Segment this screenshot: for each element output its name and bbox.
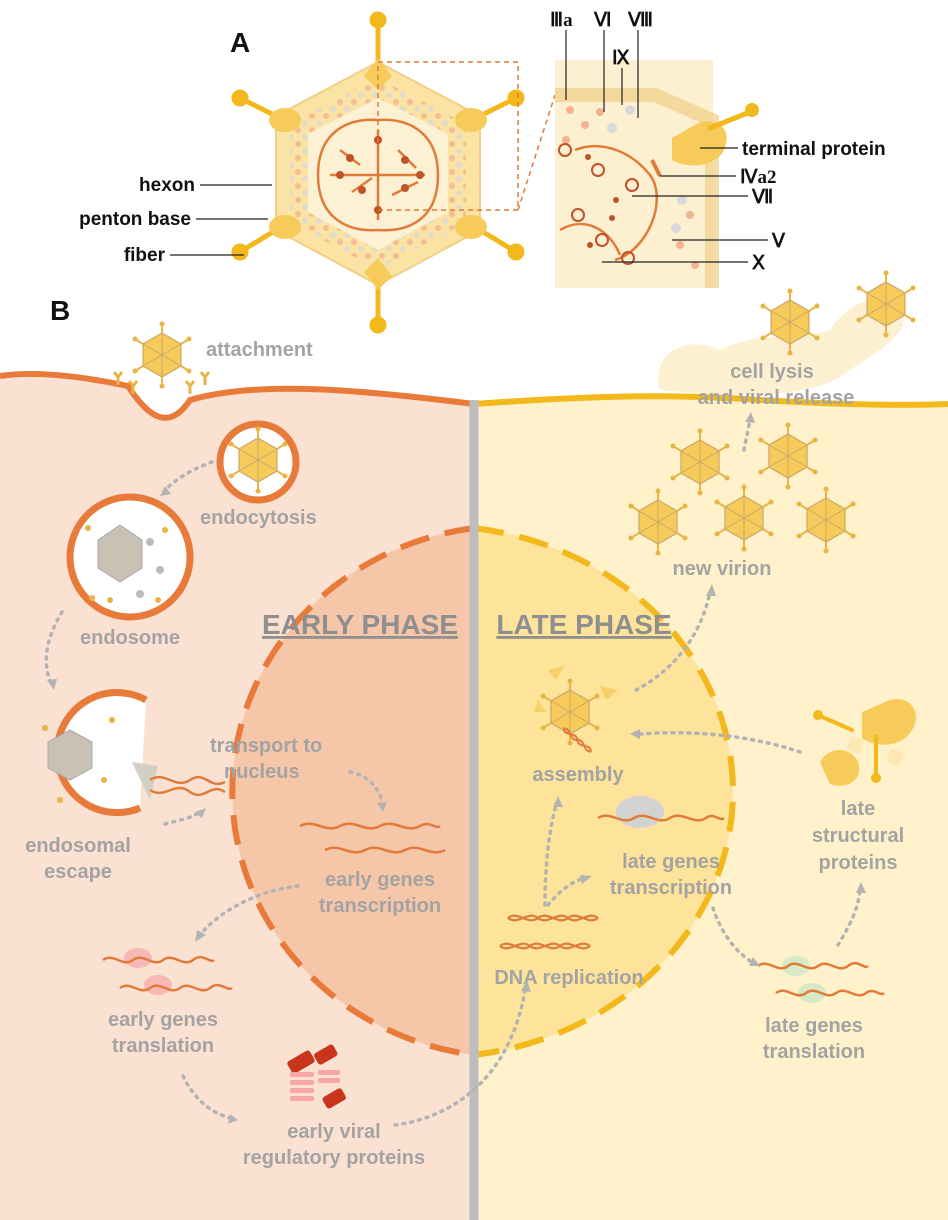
label-dna-replication: DNA replication	[494, 967, 643, 989]
label-lysis-1: cell lysis	[730, 361, 813, 383]
label-assembly: assembly	[532, 764, 624, 786]
label-early-transcription-2: transcription	[319, 895, 441, 917]
panel-b-letter: B	[50, 295, 70, 326]
virion-structure	[231, 11, 556, 334]
label-endosomal-escape-2: escape	[44, 861, 112, 883]
late-nucleus	[474, 528, 733, 1055]
endosome-capsid	[97, 524, 143, 583]
label-regulatory-1: early viral	[287, 1121, 380, 1143]
label-lysis-2: and viral release	[698, 387, 855, 409]
label-ix: Ⅸ	[612, 48, 630, 69]
early-nucleus	[232, 528, 474, 1055]
zoom-inset	[555, 60, 759, 288]
attaching-virion	[131, 320, 193, 390]
label-early-translation-2: translation	[112, 1035, 214, 1057]
label-x: Ⅹ	[751, 253, 766, 274]
label-late-transcription-1: late genes	[622, 851, 720, 873]
label-iva2: Ⅳa2	[740, 167, 777, 188]
label-endosome: endosome	[80, 627, 180, 649]
late-membrane	[473, 393, 948, 408]
label-new-virion: new virion	[673, 558, 772, 580]
label-endocytosis: endocytosis	[200, 507, 317, 529]
early-phase-title: EARLY PHASE	[262, 609, 458, 640]
process-arrows	[44, 418, 862, 1127]
late-transcription-dna	[597, 814, 725, 822]
label-vi: Ⅵ	[593, 10, 612, 31]
label-late-structural-2: structural	[812, 825, 904, 847]
label-hexon: hexon	[139, 175, 195, 196]
label-early-transcription-1: early genes	[325, 869, 435, 891]
replicating-dna	[499, 914, 599, 950]
label-viii: Ⅷ	[627, 10, 653, 31]
panel-a-left-labels: hexon penton base fiber	[79, 175, 272, 266]
label-fiber: fiber	[124, 245, 166, 266]
label-late-transcription-2: transcription	[610, 877, 732, 899]
lysis-blob	[658, 299, 904, 395]
structural-proteins	[813, 699, 916, 786]
label-early-translation-1: early genes	[108, 1009, 218, 1031]
label-late-structural-1: late	[841, 798, 875, 820]
early-nuclear-envelope	[229, 525, 475, 1058]
label-endosomal-escape-1: endosomal	[25, 835, 131, 857]
label-attachment: attachment	[206, 339, 313, 361]
receptors	[112, 371, 211, 394]
label-transport-1: transport to	[210, 735, 322, 757]
label-regulatory-2: regulatory proteins	[243, 1147, 425, 1169]
regulatory-proteins	[287, 1044, 346, 1109]
arrow-heads	[47, 412, 866, 1124]
panel-a-letter: A	[230, 27, 250, 58]
late-translation-mrna	[757, 961, 885, 997]
label-vii: Ⅶ	[751, 187, 773, 208]
label-penton-base: penton base	[79, 209, 191, 230]
label-late-structural-3: proteins	[819, 852, 898, 874]
label-transport-2: nucleus	[224, 761, 300, 783]
label-terminal-protein: terminal protein	[742, 139, 886, 160]
label-iiia: Ⅲa	[550, 10, 573, 31]
label-v: Ⅴ	[771, 231, 786, 252]
inset-labels: Ⅲa Ⅵ Ⅷ Ⅸ terminal protein Ⅳa2 Ⅶ Ⅴ Ⅹ	[550, 10, 886, 274]
early-translation-mrna	[102, 955, 233, 992]
early-membrane	[0, 370, 475, 421]
label-late-translation-1: late genes	[765, 1015, 863, 1037]
escape-dna	[149, 775, 226, 797]
late-phase-title: LATE PHASE	[496, 609, 671, 640]
label-late-translation-2: translation	[763, 1041, 865, 1063]
early-transcription-dna	[299, 822, 446, 854]
